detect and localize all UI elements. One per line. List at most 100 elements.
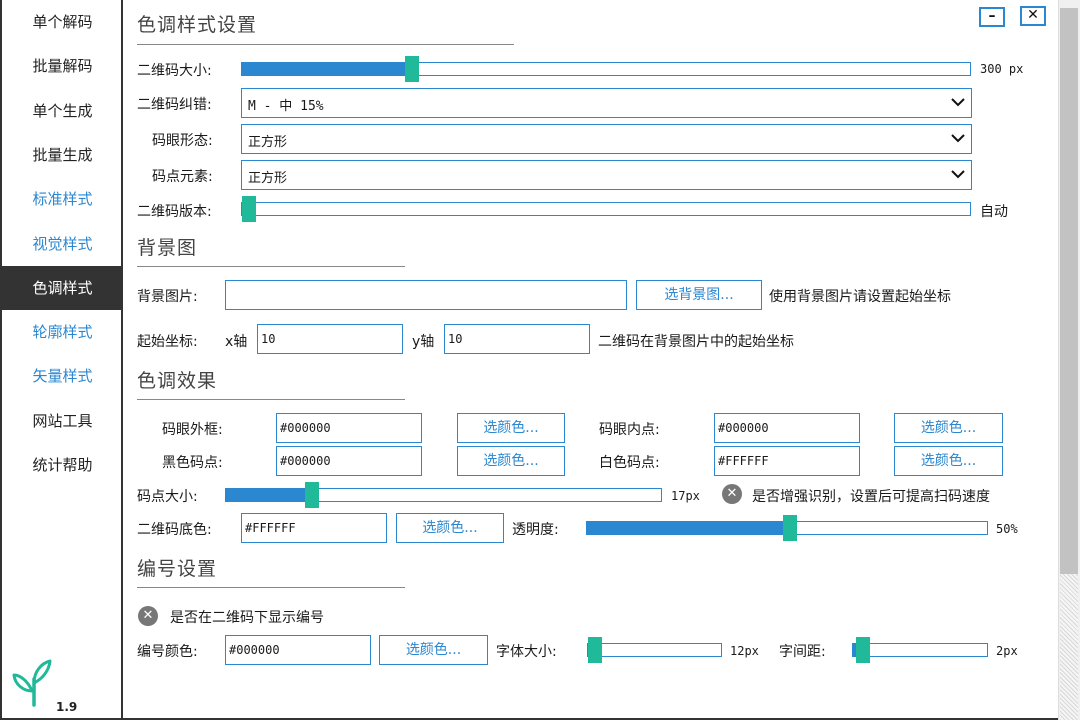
bg-color-label: 二维码底色: — [137, 522, 212, 538]
spacing-slider-thumb[interactable] — [855, 637, 870, 663]
section-title-tone-effect: 色调效果 — [137, 370, 218, 392]
sidebar-item-7[interactable]: 轮廓样式 — [32, 323, 93, 342]
dot-element-label: 码点元素: — [152, 169, 213, 185]
bg-image-input[interactable] — [225, 280, 627, 310]
number-color-input[interactable]: #000000 — [225, 635, 371, 665]
section-title-background: 背景图 — [137, 237, 198, 259]
close-icon: ✕ — [1027, 7, 1039, 23]
font-size-slider-thumb[interactable] — [588, 637, 602, 663]
number-color-label: 编号颜色: — [137, 644, 198, 660]
close-button[interactable]: ✕ — [1020, 6, 1046, 26]
bg-image-hint: 使用背景图片请设置起始坐标 — [769, 289, 951, 305]
bg-color-pick-color-button[interactable]: 选颜色... — [396, 513, 504, 543]
show-number-toggle-off-icon[interactable]: ✕ — [138, 606, 158, 626]
eye-outer-pick-color-button[interactable]: 选颜色... — [457, 413, 565, 443]
qr-size-slider-thumb[interactable] — [405, 56, 420, 82]
opacity-slider[interactable] — [586, 515, 988, 541]
scrollbar-track[interactable] — [1060, 574, 1078, 720]
sidebar-item-2[interactable]: 单个生成 — [32, 101, 93, 120]
section-divider — [137, 587, 405, 588]
black-dot-label: 黑色码点: — [162, 455, 223, 471]
sidebar-item-6[interactable]: 色调样式 — [2, 265, 123, 310]
sprout-icon — [12, 659, 52, 707]
ecc-label: 二维码纠错: — [137, 97, 212, 113]
opacity-value: 50% — [996, 522, 1018, 536]
qr-version-slider[interactable] — [241, 196, 971, 222]
eye-inner-pick-color-button[interactable]: 选颜色... — [894, 413, 1003, 443]
white-dot-color-input[interactable]: #FFFFFF — [714, 446, 860, 476]
choose-bg-image-button[interactable]: 选背景图... — [636, 280, 762, 310]
sidebar-item-8[interactable]: 矢量样式 — [32, 367, 93, 386]
dot-size-value: 17px — [671, 489, 700, 503]
ecc-select-value: M - 中 15% — [248, 99, 324, 114]
spacing-label: 字间距: — [779, 644, 826, 660]
ecc-select[interactable]: M - 中 15% — [241, 88, 972, 118]
x-coord-input[interactable]: 10 — [257, 324, 403, 354]
minimize-button[interactable]: – — [979, 7, 1005, 27]
qr-size-slider[interactable] — [241, 56, 971, 82]
qr-version-value: 自动 — [980, 204, 1008, 220]
dot-size-slider-fill — [226, 489, 309, 501]
version-label: 1.9 — [56, 700, 78, 714]
spacing-slider[interactable] — [852, 637, 988, 663]
sidebar-item-9[interactable]: 网站工具 — [32, 411, 93, 430]
qr-version-label: 二维码版本: — [137, 204, 212, 220]
dot-size-label: 码点大小: — [137, 489, 198, 505]
section-title-tone-style: 色调样式设置 — [137, 14, 258, 36]
scrollbar-thumb[interactable] — [1060, 8, 1078, 574]
section-divider — [137, 399, 405, 400]
dot-size-slider[interactable] — [225, 482, 662, 508]
sidebar-item-1[interactable]: 批量解码 — [32, 57, 93, 76]
y-axis-label: y轴 — [412, 334, 435, 350]
white-dot-pick-color-button[interactable]: 选颜色... — [894, 446, 1003, 476]
font-size-value: 12px — [730, 644, 759, 658]
opacity-label: 透明度: — [512, 522, 559, 538]
eye-outer-label: 码眼外框: — [162, 422, 223, 438]
sidebar-item-4[interactable]: 标准样式 — [32, 190, 93, 209]
enhance-label: 是否增强识别，设置后可提高扫码速度 — [752, 489, 990, 505]
dot-element-select[interactable]: 正方形 — [241, 160, 972, 190]
sidebar: 单个解码批量解码单个生成批量生成标准样式视觉样式色调样式轮廓样式矢量样式网站工具… — [0, 0, 123, 720]
sidebar-item-0[interactable]: 单个解码 — [32, 13, 93, 31]
chevron-down-icon — [951, 134, 965, 143]
chevron-down-icon — [951, 170, 965, 179]
eye-inner-color-input[interactable]: #000000 — [714, 413, 860, 443]
enhance-toggle-off-icon[interactable]: ✕ — [722, 484, 742, 504]
opacity-slider-fill — [587, 522, 787, 534]
number-pick-color-button[interactable]: 选颜色... — [379, 635, 488, 665]
show-number-label: 是否在二维码下显示编号 — [170, 610, 324, 626]
font-size-slider[interactable] — [587, 637, 722, 663]
qr-size-slider-fill — [242, 63, 410, 75]
main-panel — [123, 0, 1058, 720]
qr-size-value: 300 px — [980, 62, 1024, 76]
section-title-numbering: 编号设置 — [137, 558, 218, 580]
black-dot-pick-color-button[interactable]: 选颜色... — [457, 446, 565, 476]
dot-element-select-value: 正方形 — [248, 171, 288, 186]
sidebar-item-10[interactable]: 统计帮助 — [32, 456, 93, 474]
eye-shape-select[interactable]: 正方形 — [241, 124, 972, 154]
section-divider — [137, 266, 405, 267]
section-divider — [137, 44, 514, 45]
white-dot-label: 白色码点: — [599, 455, 660, 471]
dot-size-slider-thumb[interactable] — [304, 482, 319, 508]
qr-version-slider-thumb[interactable] — [242, 196, 256, 222]
qr-size-label: 二维码大小: — [137, 63, 212, 79]
bg-color-input[interactable]: #FFFFFF — [241, 513, 387, 543]
coord-hint: 二维码在背景图片中的起始坐标 — [598, 334, 794, 350]
eye-outer-color-input[interactable]: #000000 — [276, 413, 422, 443]
eye-shape-label: 码眼形态: — [152, 133, 213, 149]
start-coord-label: 起始坐标: — [137, 334, 198, 350]
sidebar-item-3[interactable]: 批量生成 — [32, 145, 93, 164]
chevron-down-icon — [951, 98, 965, 107]
font-size-label: 字体大小: — [496, 644, 557, 660]
black-dot-color-input[interactable]: #000000 — [276, 446, 422, 476]
x-axis-label: x轴 — [225, 334, 248, 350]
sidebar-item-5[interactable]: 视觉样式 — [32, 234, 93, 253]
spacing-value: 2px — [996, 644, 1018, 658]
eye-shape-select-value: 正方形 — [248, 135, 288, 150]
eye-inner-label: 码眼内点: — [599, 422, 660, 438]
minimize-icon: – — [988, 8, 996, 24]
bg-image-label: 背景图片: — [137, 289, 198, 305]
y-coord-input[interactable]: 10 — [444, 324, 590, 354]
opacity-slider-thumb[interactable] — [783, 515, 797, 541]
